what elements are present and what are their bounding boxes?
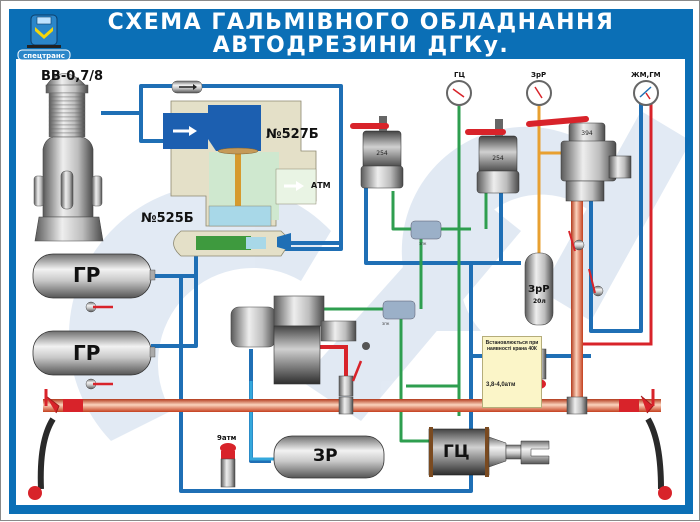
end-cock-left xyxy=(28,389,83,500)
main-reservoir-2-label: ГР xyxy=(73,341,101,365)
spare-reservoir xyxy=(273,435,385,479)
safety-valve xyxy=(220,443,236,488)
main-reservoir-1-label: ГР xyxy=(73,263,101,287)
safety-valve-label: 9атм xyxy=(217,434,237,442)
valve-527-label: №527Б xyxy=(266,127,319,142)
svg-text:394: 394 xyxy=(581,130,593,137)
title-line-1: СХЕМА ГАЛЬМІВНОГО ОБЛАДНАННЯ xyxy=(107,10,615,35)
valve-525-label: №525Б xyxy=(141,211,194,226)
end-cock-right xyxy=(619,389,672,500)
gauge-brake-cylinder xyxy=(446,80,472,106)
switch-valve-1: ЗПК xyxy=(410,220,442,246)
compressor xyxy=(33,73,104,242)
gauge-label-brake-cylinder: ГЦ xyxy=(454,71,465,79)
red-pipe xyxy=(317,345,348,381)
tee-fitting xyxy=(338,396,354,415)
note-pressure: 3,8-4,0атм xyxy=(486,382,516,388)
gauge-label-equalizing: ЗрР xyxy=(531,71,547,79)
note-text: Встановлюється при наявності крана 40К xyxy=(485,340,539,352)
equalizing-reservoir xyxy=(524,252,554,326)
svg-text:254: 254 xyxy=(376,150,388,157)
page-title: СХЕМА ГАЛЬМІВНОГО ОБЛАДНАННЯ АВТОДРЕЗИНИ… xyxy=(61,11,661,57)
note-box: Встановлюється при наявності крана 40К 3… xyxy=(482,336,542,408)
compressor-label: ВВ-0,7/8 xyxy=(41,69,104,84)
valve-527-525 xyxy=(163,80,317,257)
air-distributor xyxy=(230,295,370,385)
svg-text:254: 254 xyxy=(492,155,504,162)
switch-valve-2: ЗПК xyxy=(382,300,416,326)
atm-label: АТМ xyxy=(311,181,331,190)
brake-cylinder xyxy=(428,427,550,477)
brake-cylinder-label: ГЦ xyxy=(443,442,470,462)
svg-text:ЗПК: ЗПК xyxy=(382,322,390,326)
main-reservoir-1 xyxy=(32,253,156,313)
brake-valve-handle xyxy=(338,360,363,397)
gauge-main xyxy=(633,80,659,106)
svg-text:ЗПК: ЗПК xyxy=(419,242,427,246)
equalizing-volume-label: 20л xyxy=(533,298,546,305)
tee-fitting xyxy=(566,396,588,415)
crane-254-2: 254 xyxy=(465,119,520,194)
title-line-2: АВТОДРЕЗИНИ ДГКу. xyxy=(212,33,510,58)
logo-text: спецтранс xyxy=(23,52,65,60)
crane-254-1: 254 xyxy=(350,116,404,189)
gauge-equalizing xyxy=(526,80,552,106)
main-reservoir-2 xyxy=(32,330,156,390)
equalizing-reservoir-label: ЗрР xyxy=(528,284,550,295)
gauge-label-main: ЖМ,ГМ xyxy=(631,71,661,79)
logo: спецтранс xyxy=(17,14,71,61)
crane-394: 394 xyxy=(526,116,632,297)
spare-reservoir-pipe xyxy=(249,381,276,461)
spare-reservoir-label: ЗР xyxy=(313,446,338,466)
